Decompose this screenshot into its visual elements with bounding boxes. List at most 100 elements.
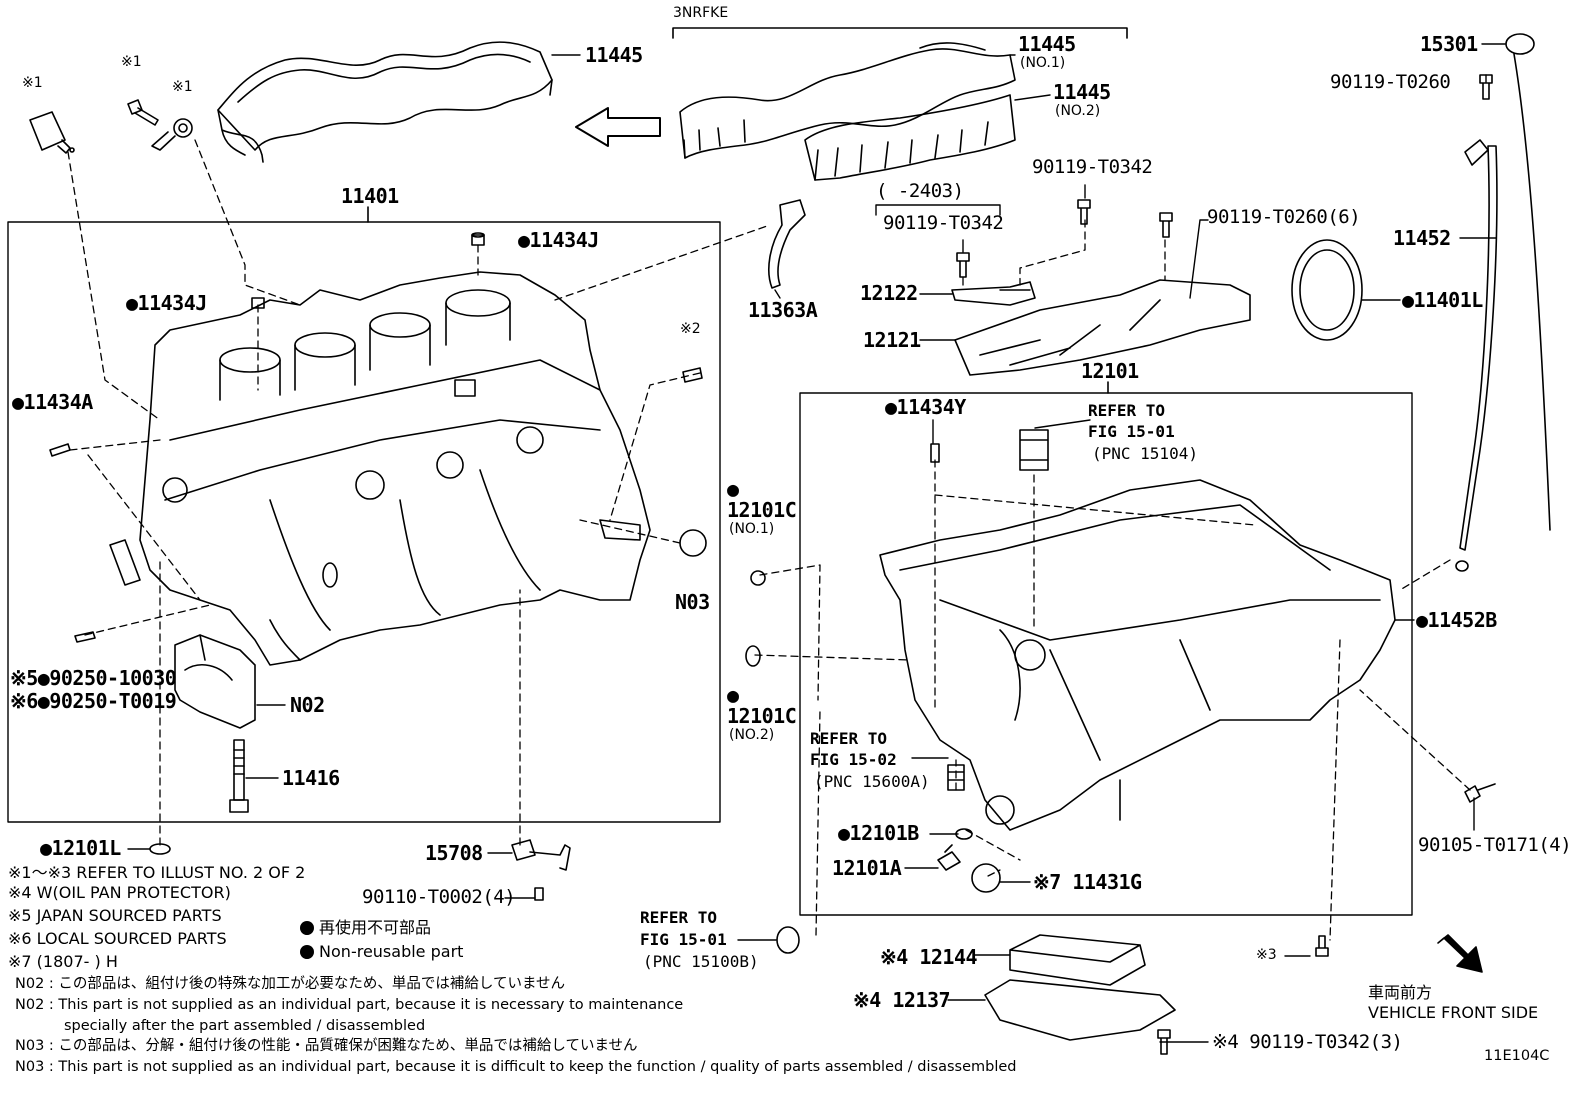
part-label-11363A: 11363A — [748, 298, 818, 322]
mark1-label-b: ※1 — [121, 54, 142, 70]
plug-11431G-icon — [971, 863, 1001, 893]
part-label-15301: 15301 — [1420, 32, 1478, 56]
bolt-90119-T0260-6-icon — [1159, 212, 1173, 238]
part-label-12101: 12101 — [1081, 359, 1139, 383]
mark1-label-c: ※1 — [172, 79, 193, 95]
note-2: ※4 W(OIL PAN PROTECTOR) — [8, 883, 231, 902]
part-label-11452B: ●11452B — [1416, 608, 1497, 632]
stiffener-12122-icon — [951, 281, 1036, 306]
variant-bracket — [672, 27, 1128, 39]
pin-90250-icon — [74, 631, 96, 643]
mark3-label: ※3 — [1256, 947, 1277, 963]
part-label-11452: 11452 — [1393, 226, 1451, 250]
pin-11434A-icon — [49, 443, 71, 457]
part-label-12101C-no2: 12101C — [727, 704, 797, 728]
part-label-11434J-mid: ●11434J — [126, 291, 207, 315]
part-label-11445-no1-sub: (NO.1) — [1020, 55, 1066, 71]
refer-15104-line2: FIG 15-01 — [1088, 422, 1175, 441]
refer-15600A-line2: FIG 15-02 — [810, 750, 897, 769]
oil-seal-11401L-icon — [1291, 239, 1363, 341]
part-label-11416: 11416 — [282, 766, 340, 790]
pin-11434J-top-icon — [471, 234, 485, 246]
part-label-12101C-no1-sub: (NO.1) — [729, 521, 775, 537]
bolt-90105-icon — [1464, 783, 1496, 803]
legend-jp: ● 再使用不可部品 — [300, 918, 432, 937]
drain-plug-12101A-icon — [937, 844, 961, 871]
part-label-11445-no2-sub: (NO.2) — [1055, 103, 1101, 119]
gasket-11445-icon — [217, 41, 553, 163]
refer-15600A-line3: (PNC 15600A) — [814, 772, 930, 791]
part-label-12137: ※4 12137 — [853, 988, 951, 1012]
bolt-11416-icon — [229, 739, 249, 813]
gasket-11445-no2-icon — [804, 94, 1016, 181]
sensor-icon — [29, 111, 75, 154]
part-label-12101A: 12101A — [832, 856, 902, 880]
part-label-90110-T0002: 90110-T0002(4) — [362, 886, 516, 908]
cylinder-block-group-box — [7, 221, 721, 823]
oil-pan-icon — [879, 479, 1396, 831]
part-label-N03: N03 — [675, 590, 710, 614]
direction-arrow-icon — [575, 107, 661, 147]
strainer-icon — [1019, 429, 1049, 471]
plug-N03-icon — [679, 529, 707, 557]
figure-code: 11E104C — [1484, 1048, 1550, 1064]
part-label-N02: N02 — [290, 693, 325, 717]
part-label-12101B: ●12101B — [838, 821, 919, 845]
refer-15600A-line1: REFER TO — [810, 729, 888, 748]
bolt-icon — [127, 99, 159, 126]
note-n03-jp: N03 : この部品は、分解・組付け後の性能・品質確保が困難なため、単品では補給… — [15, 1038, 638, 1054]
oil-pan-group-box — [799, 392, 1413, 916]
part-label-11434J-top: ●11434J — [518, 228, 599, 252]
oring-15100B-icon — [776, 926, 800, 954]
note-3: ※5 JAPAN SOURCED PARTS — [8, 906, 222, 925]
dipstick-15301-icon — [1505, 33, 1551, 531]
cylinder-block-icon — [109, 271, 651, 666]
pin-11434Y-icon — [930, 443, 940, 463]
part-label-90119-T0260-6: 90119-T0260(6) — [1207, 206, 1361, 228]
part-label-11445-main: 11445 — [585, 43, 643, 67]
mark2-label: ※2 — [680, 321, 701, 337]
oring-12101C-no1-icon — [750, 570, 766, 586]
variant-label: 3NRFKE — [673, 5, 729, 21]
part-label-90119-T0342-a: 90119-T0342 — [883, 212, 1004, 234]
bolt-90119-T0342-3-icon — [1157, 1029, 1171, 1055]
part-label-11431G: ※7 11431G — [1033, 870, 1142, 894]
refer-15100B-line2: FIG 15-01 — [640, 930, 727, 949]
note-5: ※7 (1807- ) H — [8, 952, 118, 971]
bolt-90110-icon — [534, 887, 544, 901]
bearing-cap-N02-icon — [174, 634, 256, 729]
front-side-label-en: VEHICLE FRONT SIDE — [1368, 1003, 1539, 1022]
date-range-label: ( -2403) — [876, 180, 964, 202]
part-label-11401: 11401 — [341, 184, 399, 208]
part-label-15708: 15708 — [425, 841, 483, 865]
part-label-90250-10030: ※5●90250-10030 — [10, 666, 177, 690]
part-label-90119-T0260: 90119-T0260 — [1330, 71, 1451, 93]
front-side-arrow-icon — [1437, 934, 1483, 973]
note-4: ※6 LOCAL SOURCED PARTS — [8, 929, 227, 948]
part-label-12101C-no2-dot: ● — [727, 683, 739, 707]
baffle-plate-12121-icon — [954, 279, 1251, 376]
note-n02-en1: N02 : This part is not supplied as an in… — [15, 997, 684, 1013]
note-n02-jp: N02 : この部品は、組付け後の特殊な加工が必要なため、単品では補給していませ… — [15, 976, 566, 992]
part-label-12122: 12122 — [860, 281, 918, 305]
note-n02-en2: specially after the part assembled / dis… — [64, 1018, 426, 1034]
baffle-11363A-icon — [768, 199, 806, 289]
part-label-11445-no1: 11445 — [1018, 32, 1076, 56]
refer-15104-line1: REFER TO — [1088, 401, 1166, 420]
part-label-11445-no2: 11445 — [1053, 80, 1111, 104]
plate-12144-icon — [1009, 934, 1146, 986]
note-1: ※1～※3 REFER TO ILLUST NO. 2 OF 2 — [8, 863, 306, 882]
part-label-11401L: ●11401L — [1402, 288, 1483, 312]
part-label-11434Y: ●11434Y — [885, 395, 966, 419]
refer-15100B-line3: (PNC 15100B) — [643, 952, 759, 971]
legend-en: ● Non-reusable part — [300, 942, 464, 961]
refer-15100B-line1: REFER TO — [640, 908, 718, 927]
part-label-90250-T0019: ※6●90250-T0019 — [10, 689, 177, 713]
part-label-12101C-no1-dot: ● — [727, 477, 739, 501]
part-label-11434A: ●11434A — [12, 390, 93, 414]
oil-pressure-switch-icon — [511, 839, 571, 871]
part-label-90119-T0342-b: 90119-T0342 — [1032, 156, 1153, 178]
part-label-12101L: ●12101L — [40, 836, 121, 860]
oring-11452B-icon — [1455, 560, 1469, 572]
